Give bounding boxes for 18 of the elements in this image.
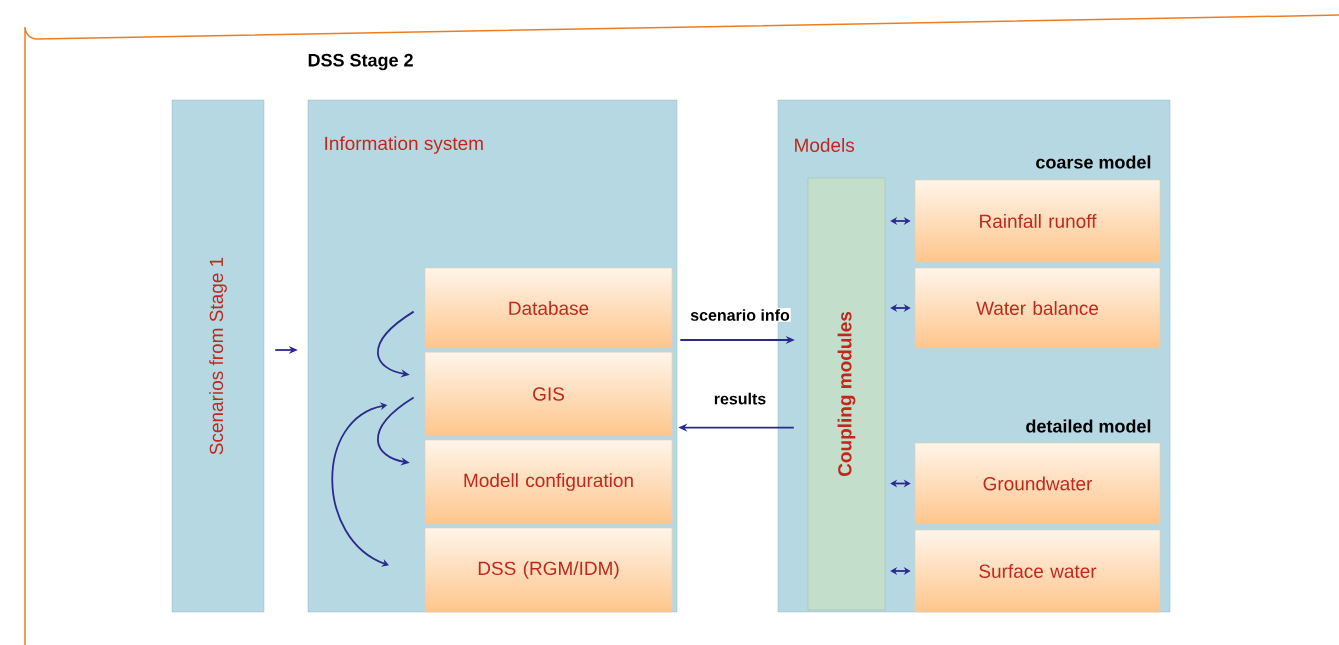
process-box: DSS (RGM/IDM) bbox=[424, 527, 673, 613]
title: DSS Stage 2 bbox=[308, 53, 413, 71]
process-box: Groundwater bbox=[914, 442, 1161, 525]
process-box: GIS bbox=[424, 351, 673, 437]
coupling-bar: Coupling modules bbox=[807, 177, 886, 611]
arrow bbox=[890, 303, 911, 313]
vertical-band: Scenarios from Stage 1 bbox=[171, 99, 265, 613]
arrow bbox=[890, 566, 911, 576]
arrow bbox=[331, 402, 389, 567]
arrow bbox=[890, 216, 911, 226]
process-box: Rainfall runoff bbox=[914, 179, 1161, 263]
edge-label: results bbox=[712, 391, 768, 406]
process-box: Database bbox=[424, 267, 673, 349]
process-box: Water balance bbox=[914, 267, 1161, 349]
edge-label: scenario info bbox=[689, 308, 791, 322]
process-box: Modell configuration bbox=[424, 439, 673, 525]
process-box: Surface water bbox=[914, 529, 1161, 613]
arrow bbox=[890, 479, 911, 488]
